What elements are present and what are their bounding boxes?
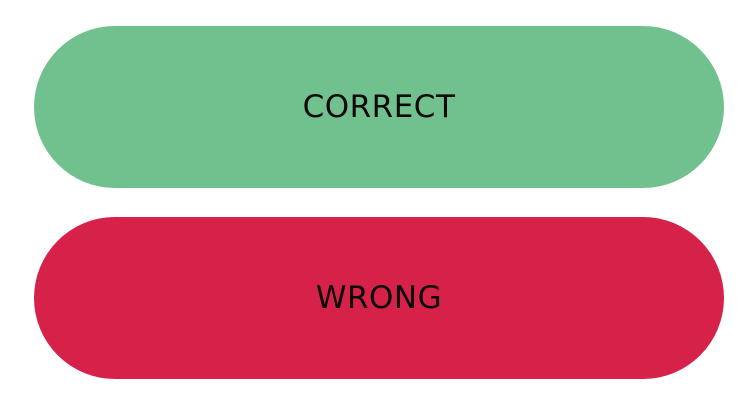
- correct-button-label: CORRECT: [302, 89, 456, 125]
- wrong-button-label: WRONG: [315, 280, 443, 316]
- correct-button[interactable]: CORRECT: [34, 26, 724, 188]
- wrong-button[interactable]: WRONG: [34, 217, 724, 379]
